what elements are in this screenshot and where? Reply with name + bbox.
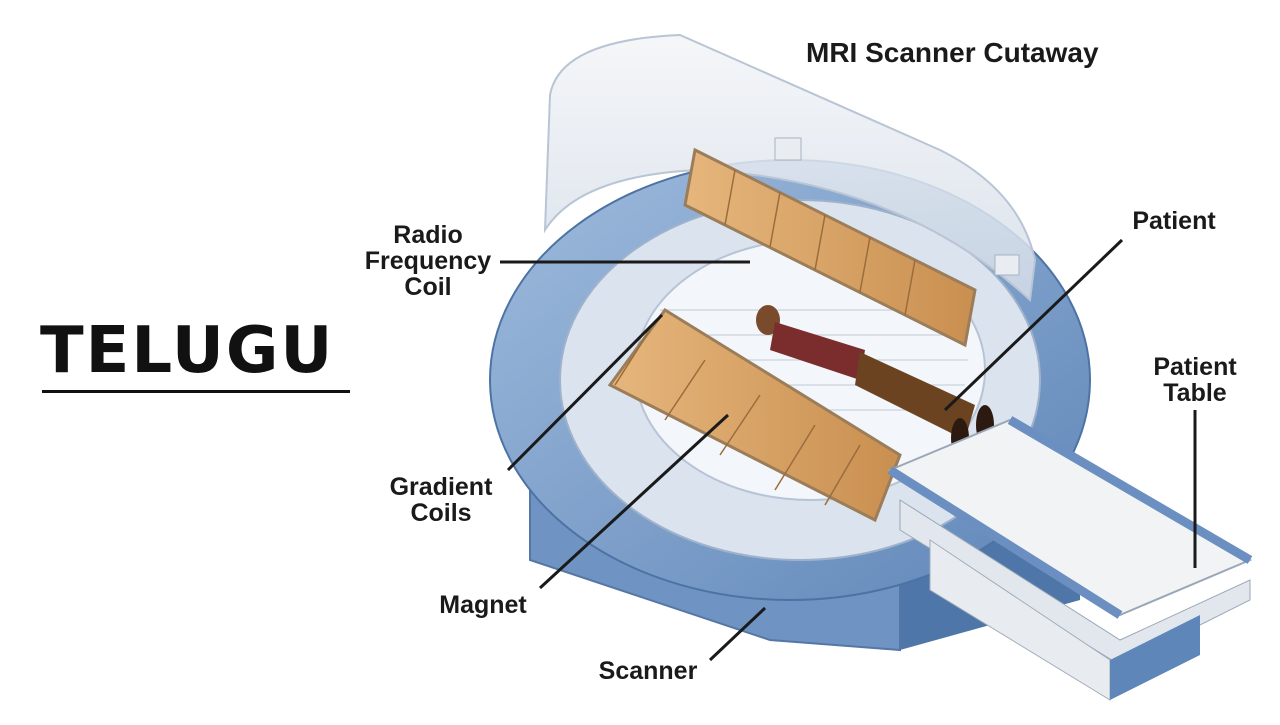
leader-scanner (708, 606, 767, 662)
watermark-underline (42, 390, 350, 393)
label-magnet: Magnet (439, 591, 527, 619)
language-watermark: TELUGU (40, 314, 335, 388)
leader-magnet (538, 413, 730, 590)
gradient-coil-panel (607, 307, 902, 523)
leader-lines (500, 238, 1197, 662)
leader-patient (943, 238, 1124, 412)
leader-gradient-coils (506, 313, 664, 472)
rf-coil-panel (683, 137, 1020, 348)
label-radio-frequency-coil: Radio Frequency Coil (364, 221, 492, 301)
label-scanner: Scanner (598, 657, 698, 685)
label-patient: Patient (1132, 207, 1216, 235)
diagram-title: MRI Scanner Cutaway (806, 37, 1099, 68)
patient-table (887, 416, 1253, 701)
label-patient-table: Patient Table (1153, 353, 1237, 407)
label-gradient-coils: Gradient Coils (389, 473, 493, 527)
